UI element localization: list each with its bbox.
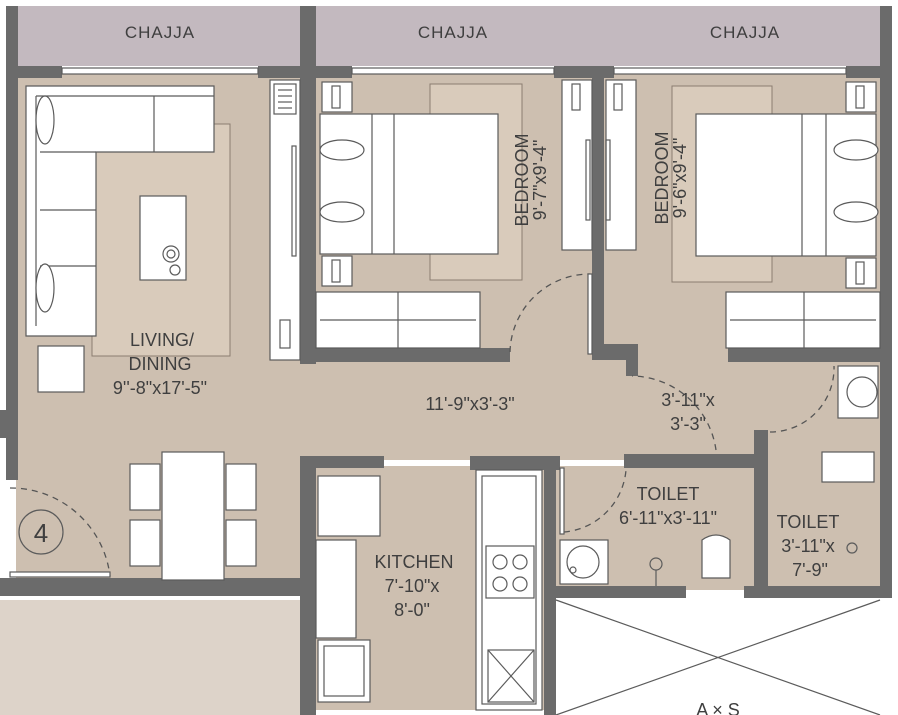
bed1 xyxy=(319,113,499,255)
wall-left-stub xyxy=(0,410,8,438)
chajja-label-2: CHAJJA xyxy=(418,23,488,42)
bed2-door-swing xyxy=(631,375,717,451)
bed1-door[interactable] xyxy=(587,273,593,355)
wall-top-mid xyxy=(554,66,614,78)
lobby-dim-2: 3'-3" xyxy=(670,414,706,434)
toilet2-dim-1: 3'-11"x xyxy=(781,536,835,556)
toilet2-wc xyxy=(821,451,875,483)
wall-toilet1-bottom-r xyxy=(744,586,844,598)
wall-kitchen-right xyxy=(544,456,556,715)
wall-lower-left xyxy=(6,578,300,596)
wall-toilet-divider xyxy=(754,430,768,598)
wall-living-bed1 xyxy=(300,74,316,364)
unit-number: 4 xyxy=(34,518,48,548)
dining-chair-2 xyxy=(129,519,161,567)
unit-marker xyxy=(18,509,64,555)
toilet1-door-swing xyxy=(563,469,627,533)
bed2-nightstand-2 xyxy=(845,257,877,289)
wall-bed1-bed2 xyxy=(592,74,604,358)
toilet2-shower xyxy=(846,542,858,554)
chajja-right xyxy=(316,6,880,66)
window-living xyxy=(61,67,259,75)
dining-chair-4 xyxy=(225,519,257,567)
living-dim: 9''-8"x17'-5" xyxy=(113,378,207,398)
toilet2-basin-counter xyxy=(837,365,879,419)
wall-chajja-mid xyxy=(300,6,316,76)
bed1-nightstand-2 xyxy=(321,255,353,287)
kitchen-dim-1: 7'-10"x xyxy=(385,576,440,596)
bed2-dim: 9'-6"x9'-4" xyxy=(670,138,690,219)
wall-kitchen-top-r xyxy=(470,456,560,470)
cushion-1 xyxy=(35,95,55,145)
chajja-left xyxy=(16,6,300,66)
wall-toilet2-bottom xyxy=(840,586,892,598)
toilet1-dim: 6'-11"x3'-11" xyxy=(619,508,717,528)
fridge xyxy=(317,475,381,537)
toilet2-dim-2: 7'-9" xyxy=(792,560,828,580)
bed2-side-unit xyxy=(605,79,637,251)
wall-top-bed1-l xyxy=(316,66,352,78)
wall-kitchen-left xyxy=(300,456,316,715)
toilet2-basin xyxy=(846,376,878,408)
bed2-title: BEDROOM xyxy=(652,131,672,224)
toilet1-basin xyxy=(566,545,600,579)
wall-right-edge xyxy=(892,6,898,715)
entrance-door-swing xyxy=(9,487,111,577)
cushion-2 xyxy=(35,263,55,313)
toilet1-door[interactable] xyxy=(559,467,565,535)
dining-chair-3 xyxy=(225,463,257,511)
wall-top-living xyxy=(18,66,62,78)
hob xyxy=(485,545,535,599)
lobby-dim-1: 3'-11"x xyxy=(661,390,715,410)
wall-left-lower xyxy=(0,578,10,596)
wall-bed1-bottom xyxy=(300,348,510,362)
toilet1-wc xyxy=(701,534,731,579)
wall-toilet1-top xyxy=(624,454,768,468)
wall-right xyxy=(880,6,892,586)
wall-bed2-bottom-r xyxy=(728,348,880,362)
bed1-door-swing xyxy=(509,273,591,353)
bed2-nightstand-1 xyxy=(845,81,877,113)
wall-top-right xyxy=(846,66,880,78)
washing-machine xyxy=(317,639,371,703)
chajja-label-3: CHAJJA xyxy=(710,23,780,42)
wall-kitchen-top xyxy=(300,456,384,468)
lower-left-floor xyxy=(0,600,300,715)
bed1-side-unit xyxy=(561,79,593,251)
living-label-2: DINING xyxy=(129,354,192,374)
toilet1-title: TOILET xyxy=(637,484,700,504)
toilet2-title: TOILET xyxy=(777,512,840,532)
chajja-label-1: CHAJJA xyxy=(125,23,195,42)
passage-dim: 11'-9"x3'-3" xyxy=(425,394,514,414)
entrance-door[interactable] xyxy=(9,571,111,578)
bed1-nightstand-1 xyxy=(321,81,353,113)
bed1-dim: 9'-7"x9'-4" xyxy=(530,140,550,221)
living-label-1: LIVING/ xyxy=(130,330,194,350)
kitchen-cabinet xyxy=(315,539,357,639)
wall-lobby-notch xyxy=(626,344,638,376)
bed1-title: BEDROOM xyxy=(512,133,532,226)
dining-table xyxy=(161,451,225,581)
corridor-partial-label: A × S xyxy=(696,700,740,715)
toilet1-basin-counter xyxy=(559,539,609,585)
side-table xyxy=(37,345,85,393)
tv-unit xyxy=(269,79,301,361)
kitchen-title: KITCHEN xyxy=(374,552,453,572)
window-bed2 xyxy=(613,67,847,75)
wall-left-top xyxy=(6,6,18,480)
toilet2-door-swing xyxy=(769,365,835,433)
window-bed1 xyxy=(351,67,555,75)
wall-toilet1-bottom xyxy=(556,586,686,598)
dining-chair-1 xyxy=(129,463,161,511)
kitchen-dim-2: 8'-0" xyxy=(394,600,430,620)
bed2 xyxy=(695,113,877,257)
